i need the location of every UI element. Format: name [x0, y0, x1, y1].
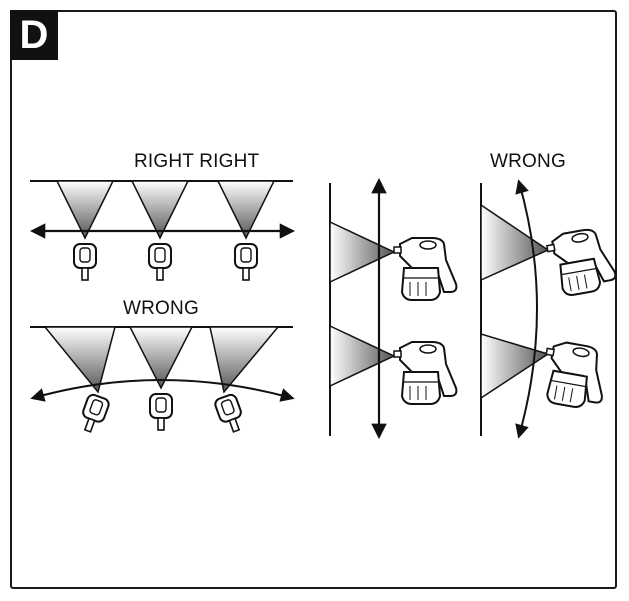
spray-cone-icon [480, 203, 550, 282]
spray-gun-icon [73, 243, 97, 281]
panel-letter-badge: D [10, 10, 58, 60]
spray-cone-icon [55, 180, 115, 240]
spray-cone-icon [480, 332, 550, 400]
spray-gun-icon [149, 393, 173, 431]
wrong-technique-horizontal [30, 326, 295, 436]
wrong-technique-vertical [480, 179, 619, 439]
spray-cone-icon [43, 326, 116, 394]
spray-gun-icon [393, 237, 458, 301]
spray-gun-icon [393, 341, 458, 405]
curved-double-arrow-icon [515, 179, 538, 439]
spray-cone-icon [329, 324, 396, 388]
curved-double-arrow-icon [30, 379, 295, 402]
spray-gun-icon [76, 392, 112, 436]
spray-cone-icon [209, 326, 280, 394]
spray-gun-icon [234, 243, 258, 281]
spray-cone-icon [216, 180, 276, 240]
spray-gun-icon [544, 225, 619, 299]
label-wrong-horizontal: WRONG [123, 298, 199, 319]
spray-gun-icon [212, 392, 248, 436]
spray-cone-icon [130, 180, 190, 240]
right-technique-horizontal [29, 180, 296, 281]
label-right-right: RIGHT RIGHT [134, 151, 260, 172]
spray-gun-icon [537, 338, 612, 413]
spray-cone-icon [329, 220, 396, 284]
spray-cone-icon [128, 326, 194, 390]
label-wrong-vertical: WRONG [490, 151, 566, 172]
spray-gun-icon [148, 243, 172, 281]
right-technique-vertical [329, 177, 458, 440]
